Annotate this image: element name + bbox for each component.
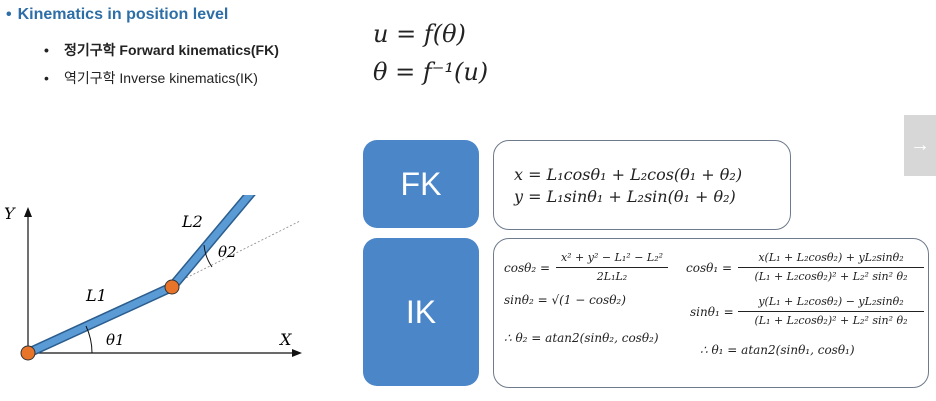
- next-slide-button[interactable]: →: [904, 115, 936, 176]
- ik-sin1-numerator: y(L₁ + L₂cosθ₂) − yL₂sinθ₂: [758, 295, 904, 308]
- ik-cos1-fraction-bar: [738, 267, 924, 268]
- fk-label: FK: [400, 165, 442, 202]
- ik-sin1-denominator: (L₁ + L₂cosθ₂)² + L₂² sin² θ₂: [754, 314, 908, 327]
- y-axis-arrowhead: [24, 207, 32, 217]
- two-link-arm-diagram: Y X L1 L2 θ1 θ2: [4, 195, 302, 361]
- ik-cos1-numerator: x(L₁ + L₂cosθ₂) + yL₂sinθ₂: [758, 251, 904, 264]
- ik-equation-panel: cosθ₂ = x² + y² − L₁² − L₂² 2L₁L₂ sinθ₂ …: [493, 238, 929, 388]
- slide-heading: • Kinematics in position level: [6, 6, 228, 24]
- theta1-label: θ1: [106, 331, 125, 349]
- ik-theta2-equation: ∴ θ₂ = atan2(sinθ₂, cosθ₂): [504, 331, 659, 345]
- bullet-dot: •: [44, 70, 49, 86]
- heading-text: Kinematics in position level: [17, 6, 229, 23]
- ik-sin2-equation: sinθ₂ = √(1 − cosθ₂): [504, 293, 626, 307]
- theta2-arc: [203, 244, 213, 268]
- ik-sin1-lhs: sinθ₁ =: [690, 305, 734, 319]
- link-2-fill: [169, 195, 254, 290]
- link1-label: L1: [85, 286, 107, 305]
- fk-x-equation: x = L₁cosθ₁ + L₂cos(θ₁ + θ₂): [514, 165, 743, 184]
- ik-cos2-denominator: 2L₁L₂: [596, 270, 628, 283]
- x-axis-arrowhead: [292, 349, 302, 357]
- link2-label: L2: [181, 212, 203, 231]
- ik-cos2-numerator: x² + y² − L₁² − L₂²: [560, 251, 664, 264]
- fk-y-equation: y = L₁sinθ₁ + L₂sin(θ₁ + θ₂): [514, 187, 736, 206]
- fk-box: FK: [363, 140, 479, 228]
- theta2-label: θ2: [218, 243, 237, 261]
- ik-cos2-fraction-bar: [556, 267, 668, 268]
- y-axis-label: Y: [4, 204, 16, 223]
- ik-cos1-denominator: (L₁ + L₂cosθ₂)² + L₂² sin² θ₂: [754, 270, 908, 283]
- bullet-fk: • 정기구학 Forward kinematics(FK): [44, 40, 279, 60]
- fk-equation-panel: x = L₁cosθ₁ + L₂cos(θ₁ + θ₂) y = L₁sinθ₁…: [493, 140, 791, 230]
- ik-box: IK: [363, 238, 479, 386]
- theta1-arc: [85, 325, 93, 354]
- heading-bullet: •: [6, 6, 12, 23]
- bullet-ik: • 역기구학 Inverse kinematics(IK): [44, 68, 258, 88]
- ik-cos2-lhs: cosθ₂ =: [504, 261, 551, 275]
- bullet-fk-text: 정기구학 Forward kinematics(FK): [64, 42, 279, 58]
- ik-theta1-equation: ∴ θ₁ = atan2(sinθ₁, cosθ₁): [700, 343, 855, 357]
- equation-inverse: θ = f⁻¹(u): [373, 58, 489, 86]
- ik-label: IK: [405, 293, 437, 330]
- link-1-fill: [26, 283, 174, 357]
- equation-forward: u = f(θ): [373, 20, 466, 48]
- ik-cos1-lhs: cosθ₁ =: [686, 261, 733, 275]
- bullet-dot: •: [44, 42, 49, 58]
- ik-sin1-fraction-bar: [738, 311, 924, 312]
- x-axis-label: X: [278, 330, 292, 349]
- arrow-right-icon: →: [910, 134, 930, 156]
- elbow-joint: [164, 279, 180, 295]
- bullet-ik-text: 역기구학 Inverse kinematics(IK): [64, 70, 258, 86]
- base-joint: [20, 345, 36, 361]
